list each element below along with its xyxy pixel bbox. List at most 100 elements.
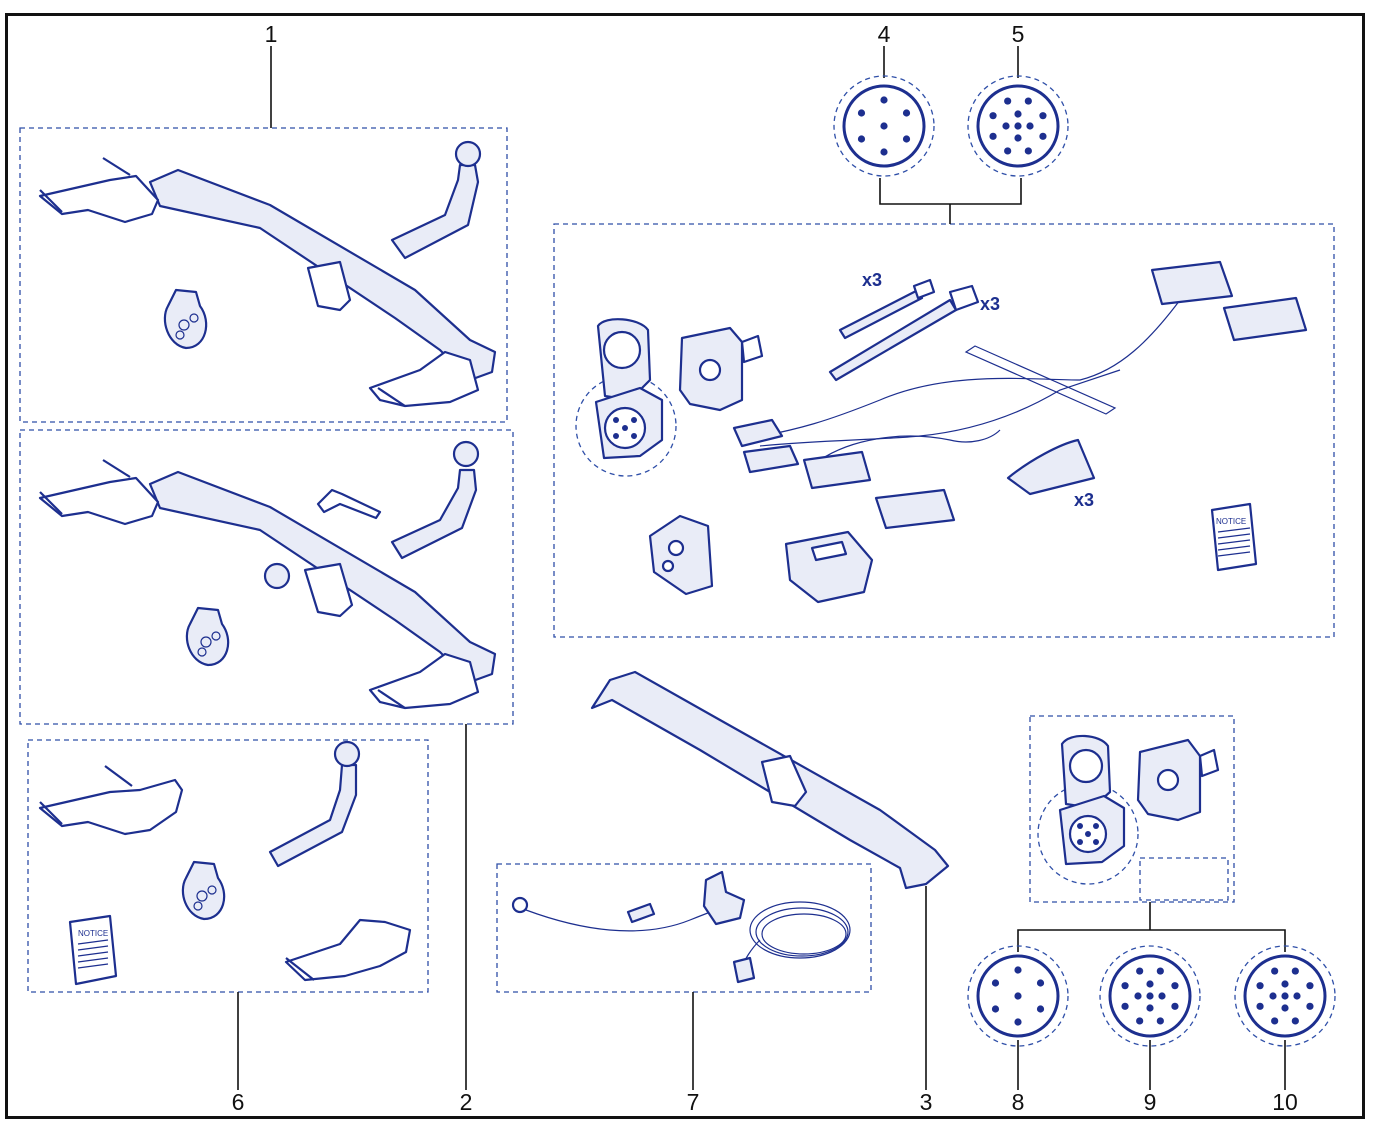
socket-pin xyxy=(1014,110,1022,118)
wire-coil xyxy=(749,901,851,959)
ground-wire xyxy=(525,904,731,932)
connector-2 xyxy=(742,444,800,474)
callout-2: 2 xyxy=(460,1089,473,1115)
socket-pin xyxy=(1014,122,1022,130)
socket-pin xyxy=(1269,992,1277,1000)
socket-pin xyxy=(1036,1005,1045,1013)
tow-ball xyxy=(452,440,480,468)
socket-pin xyxy=(857,135,866,143)
socket-pin xyxy=(1014,966,1022,974)
callout-10: 10 xyxy=(1272,1089,1298,1115)
mounting-plate xyxy=(760,754,808,808)
socket-pin xyxy=(1281,992,1289,1000)
socket-pin xyxy=(857,109,866,117)
qty-ties-small: x3 xyxy=(862,270,882,290)
notice-booklet xyxy=(68,914,118,986)
bracket-kit-6: NOTICE xyxy=(38,740,412,986)
socket-pin xyxy=(1146,980,1154,988)
notice-label: NOTICE xyxy=(78,929,108,938)
socket-pin xyxy=(1156,967,1164,975)
socket-pin xyxy=(1004,147,1012,155)
socket-pin xyxy=(1291,967,1299,975)
group-box-6 xyxy=(27,739,429,993)
group-box-socket-inner xyxy=(1139,857,1229,901)
connector-5 xyxy=(1150,260,1234,306)
socket-pin xyxy=(1004,97,1012,105)
socket-pin xyxy=(880,148,888,156)
side-bracket-left xyxy=(38,174,160,224)
callout-6: 6 xyxy=(232,1089,245,1115)
socket-pin xyxy=(1256,982,1264,990)
pin-face-5 xyxy=(967,75,1069,177)
side-bracket-right xyxy=(368,652,480,710)
socket-pin xyxy=(1014,1018,1022,1026)
tow-ball-neck xyxy=(268,763,358,868)
notice-booklet xyxy=(1210,502,1258,572)
socket-pin xyxy=(1039,132,1047,140)
ring-terminal xyxy=(511,896,529,914)
socket-pin xyxy=(1281,1004,1289,1012)
socket-pin xyxy=(1306,1002,1314,1010)
mounting-plate xyxy=(306,260,352,312)
control-module xyxy=(784,530,874,604)
connector-4 xyxy=(874,488,956,530)
pin-face-4 xyxy=(833,75,935,177)
group-box-2 xyxy=(19,429,514,725)
fastener-bag xyxy=(185,606,230,667)
group-box-socket-kit xyxy=(1029,715,1235,903)
wire-plug xyxy=(732,956,756,984)
socket-pin xyxy=(1291,1017,1299,1025)
callout-8: 8 xyxy=(1012,1089,1025,1115)
callout-5: 5 xyxy=(1012,21,1025,47)
socket-pin xyxy=(991,979,1000,987)
socket-pin xyxy=(1306,982,1314,990)
group-box-1 xyxy=(19,127,508,423)
side-bracket-left xyxy=(38,778,184,836)
socket-pin xyxy=(1134,992,1142,1000)
socket-pin xyxy=(1256,1002,1264,1010)
cable-clip xyxy=(1006,438,1096,496)
socket-pin xyxy=(1281,980,1289,988)
socket-pin xyxy=(1271,967,1279,975)
socket-pin xyxy=(1171,1002,1179,1010)
callout-4: 4 xyxy=(878,21,891,47)
socket-pin xyxy=(1136,1017,1144,1025)
socket-pin xyxy=(1014,992,1022,1000)
qty-ties-large: x3 xyxy=(980,294,1000,314)
fuse-holder xyxy=(702,870,746,926)
notice-label: NOTICE xyxy=(1216,517,1246,526)
tow-ball xyxy=(333,740,361,768)
removable-tow-ball xyxy=(390,468,478,560)
callout-1: 1 xyxy=(265,21,278,47)
mounting-plate xyxy=(303,562,354,618)
connector-pin xyxy=(626,902,656,924)
crossbar-3 xyxy=(590,670,950,890)
socket-pin xyxy=(1039,112,1047,120)
side-bracket-right xyxy=(368,350,480,408)
socket-pin xyxy=(1036,979,1045,987)
pin-face-10 xyxy=(1234,945,1336,1047)
socket-pin xyxy=(989,132,997,140)
socket-pin xyxy=(1024,147,1032,155)
connector-3 xyxy=(802,450,872,490)
towbar-kit-1 xyxy=(38,140,497,408)
callout-3: 3 xyxy=(920,1089,933,1115)
diagram-frame xyxy=(5,13,1365,1119)
socket-pin xyxy=(902,135,911,143)
socket-bracket xyxy=(648,514,714,596)
fastener-bag xyxy=(181,860,226,921)
harness-cable xyxy=(739,299,1181,441)
cable-kit-7 xyxy=(511,870,851,984)
socket-pin xyxy=(1293,992,1301,1000)
group-box-harness xyxy=(553,223,1335,638)
socket-pin xyxy=(1171,982,1179,990)
callout-9: 9 xyxy=(1144,1089,1157,1115)
callout-7: 7 xyxy=(687,1089,700,1115)
wiring-harness-kit: x3 x3 x3 NOTICE xyxy=(594,260,1308,604)
socket-pin xyxy=(1146,992,1154,1000)
fastener-bag xyxy=(163,288,208,350)
socket-pin xyxy=(1014,134,1022,142)
key xyxy=(316,488,382,520)
socket-pin xyxy=(991,1005,1000,1013)
